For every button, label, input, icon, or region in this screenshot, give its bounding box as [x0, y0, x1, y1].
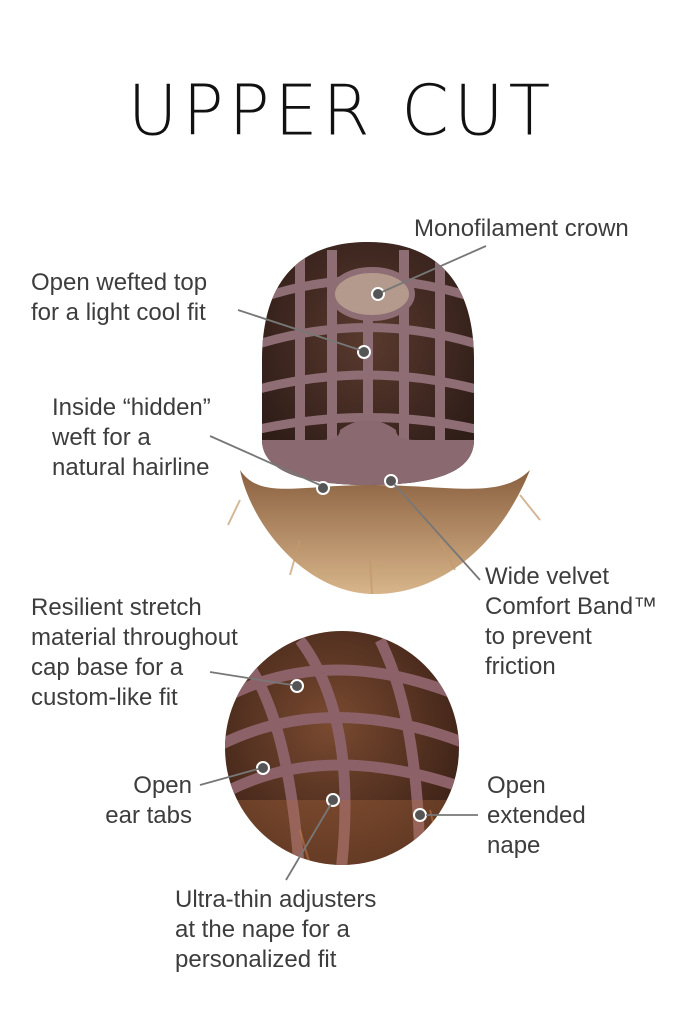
- label-hidden-weft: Inside “hidden” weft for a natural hairl…: [52, 394, 211, 481]
- label-open-wefted-top: Open wefted top for a light cool fit: [31, 269, 208, 326]
- label-ear-tabs: Open ear tabs: [105, 772, 192, 829]
- line-stretch: [209, 671, 293, 686]
- cap-underside-circle: [225, 631, 459, 865]
- cap-top-view: [227, 242, 541, 595]
- line-velvet-band: [393, 483, 481, 581]
- callout-lines: [199, 245, 487, 881]
- product-title: UPPER CUT: [127, 71, 556, 152]
- line-ear-tabs: [199, 768, 259, 786]
- label-velvet-band: Wide velvet Comfort Band™ to prevent fri…: [485, 563, 658, 680]
- cap-lace-straps: [262, 250, 474, 485]
- line-wefted-top: [237, 309, 361, 351]
- hair-fringe: [240, 470, 530, 595]
- velvet-comfort-band: [262, 420, 474, 485]
- label-monofilament-crown: Monofilament crown: [414, 215, 629, 242]
- line-adjusters: [285, 803, 332, 881]
- line-monofilament: [381, 245, 487, 293]
- line-hidden-weft: [209, 435, 321, 486]
- label-adjusters: Ultra-thin adjusters at the nape for a p…: [175, 886, 377, 973]
- label-stretch-material: Resilient stretch material throughout ca…: [31, 594, 238, 711]
- label-extended-nape: Open extended nape: [487, 772, 586, 859]
